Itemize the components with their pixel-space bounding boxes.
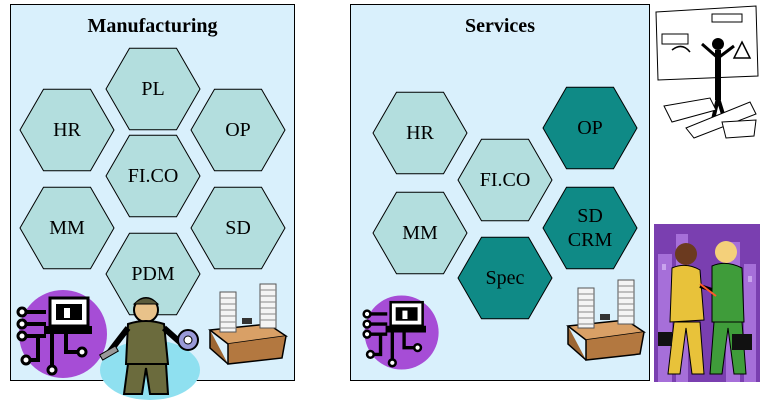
hex-hr: HR (372, 91, 468, 175)
hex-hr-label: HR (406, 122, 434, 144)
hex-sd-label: SD (225, 217, 251, 239)
hex-hr-label: HR (53, 119, 81, 141)
hex-mm-shape (19, 186, 115, 270)
hex-pl-label: PL (141, 78, 164, 100)
hex-mm-label: MM (402, 222, 438, 244)
hex-spec: Spec (457, 236, 553, 320)
hex-op: OP (190, 88, 286, 172)
hex-hr: HR (19, 88, 115, 172)
hex-mm: MM (372, 191, 468, 275)
hex-op-shape (542, 86, 638, 170)
computer-network-icon (16, 290, 107, 378)
hex-pdm-shape (105, 232, 201, 316)
hex-fico-shape (457, 138, 553, 222)
hex-sdcrm-shape (542, 186, 638, 270)
manufacturing-title: Manufacturing (87, 15, 218, 37)
paper-stacks-desk-clipart (208, 283, 289, 365)
hex-mm: MM (19, 186, 115, 270)
hex-fico-label: FI.CO (128, 165, 179, 187)
hex-op-label: OP (577, 117, 603, 139)
hex-pdm-label: PDM (131, 263, 175, 285)
hex-sd: SD (190, 186, 286, 270)
presenter-clipart (655, 5, 759, 139)
services-title: Services (465, 15, 535, 37)
paper-stacks-desk-clipart (566, 279, 647, 361)
hex-pl: PL (105, 47, 201, 131)
mechanic-clipart (99, 297, 200, 400)
hex-pl-shape (105, 47, 201, 131)
hex-spec-label: Spec (486, 267, 525, 289)
hex-pdm: PDM (105, 232, 201, 316)
hex-fico: FI.CO (457, 138, 553, 222)
computer-network-icon (362, 295, 439, 370)
hex-spec-shape (457, 236, 553, 320)
hex-op: OP (542, 86, 638, 170)
hex-fico-shape (105, 134, 201, 218)
hex-fico: FI.CO (105, 134, 201, 218)
hex-mm-shape (372, 191, 468, 275)
hex-hr-shape (372, 91, 468, 175)
business-handshake-clipart (654, 224, 760, 382)
hex-fico-label: FI.CO (480, 169, 531, 191)
hex-sd-shape (190, 186, 286, 270)
hex-hr-shape (19, 88, 115, 172)
hex-sdcrm-label: CRM (568, 229, 613, 251)
hex-mm-label: MM (49, 217, 85, 239)
hex-op-shape (190, 88, 286, 172)
hex-op-label: OP (225, 119, 251, 141)
hex-sdcrm-label: SD (577, 205, 603, 227)
